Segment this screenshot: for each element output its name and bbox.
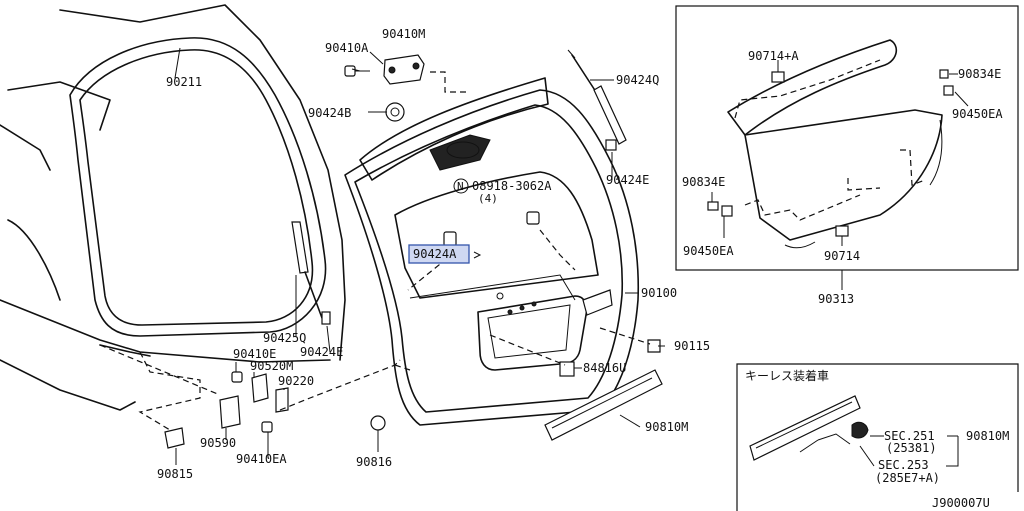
note-circle-letter: N xyxy=(457,180,464,193)
label-90834E-right[interactable]: 90834E xyxy=(958,67,1001,81)
clip-08918-3062A[interactable] xyxy=(526,211,540,225)
latch-90520M[interactable] xyxy=(251,373,269,403)
glass-inset-panel: 90714+A 90834E 90450EA 90834E 90450EA 90… xyxy=(675,5,1019,306)
leader-lines xyxy=(174,47,665,465)
label-sec-253-code: (285E7+A) xyxy=(875,471,940,485)
label-90520M[interactable]: 90520M xyxy=(250,359,293,373)
label-08918-qty: (4) xyxy=(478,192,498,205)
label-90410EA[interactable]: 90410EA xyxy=(236,452,287,466)
part-labels: 90211 90410A 90410M 90424B 90424Q 90424E… xyxy=(157,27,710,481)
nut-90424B[interactable] xyxy=(385,102,405,122)
label-sec-253[interactable]: SEC.253 xyxy=(878,458,929,472)
label-90810M-keyless[interactable]: 90810M xyxy=(966,429,1009,443)
label-90590[interactable]: 90590 xyxy=(200,436,236,450)
keyless-inset-panel: キーレス装着車 SEC.251 (25381) 90810M SEC.253 (… xyxy=(736,363,1019,511)
label-90425Q[interactable]: 90425Q xyxy=(263,331,306,345)
label-90424Q[interactable]: 90424Q xyxy=(616,73,659,87)
label-90220[interactable]: 90220 xyxy=(278,374,314,388)
label-90424E-mid[interactable]: 90424E xyxy=(300,345,343,359)
label-90714A[interactable]: 90714+A xyxy=(748,49,799,63)
vehicle-body-outline xyxy=(0,4,346,411)
diagram-id: J900007U xyxy=(932,496,990,510)
label-90834E-left[interactable]: 90834E xyxy=(682,175,725,189)
bumper-90815[interactable] xyxy=(164,427,185,449)
label-90424B[interactable]: 90424B xyxy=(308,106,351,120)
label-90410A[interactable]: 90410A xyxy=(325,41,369,55)
emblem-84816U[interactable] xyxy=(559,361,575,377)
actuator-90590[interactable] xyxy=(219,395,241,429)
spacer-90714A[interactable] xyxy=(771,71,785,83)
label-90816[interactable]: 90816 xyxy=(356,455,392,469)
pad-90450EA-right[interactable] xyxy=(943,85,954,96)
note-circle-icon xyxy=(453,178,469,194)
weatherstrip-90211[interactable] xyxy=(69,37,327,337)
bolt-90410E[interactable] xyxy=(231,371,243,383)
gas-stay-90425Q[interactable] xyxy=(291,221,331,325)
high-mount-bracket-90410M[interactable] xyxy=(383,54,425,85)
clip-90834E-right[interactable] xyxy=(939,69,949,79)
label-sec-251[interactable]: SEC.251 xyxy=(884,429,935,443)
label-84816U[interactable]: 84816U xyxy=(583,361,626,375)
spacer-90714[interactable] xyxy=(835,225,849,237)
label-90410M[interactable]: 90410M xyxy=(382,27,425,41)
label-90424E-top[interactable]: 90424E xyxy=(606,173,649,187)
label-90815[interactable]: 90815 xyxy=(157,467,193,481)
clip-90834E-left[interactable] xyxy=(707,201,719,211)
label-90810M[interactable]: 90810M xyxy=(645,420,688,434)
bolt-90410EA[interactable] xyxy=(261,421,273,433)
label-90313[interactable]: 90313 xyxy=(818,292,854,306)
finisher-90810M-keyless[interactable] xyxy=(749,395,861,461)
gas-stay-90424Q[interactable] xyxy=(567,49,627,151)
back-door-panel-90100[interactable] xyxy=(344,77,640,426)
label-90410E[interactable]: 90410E xyxy=(233,347,276,361)
keyless-inset-title: キーレス装着車 xyxy=(745,368,829,383)
bolt-90410A[interactable] xyxy=(344,65,370,77)
bumper-90816[interactable] xyxy=(370,415,386,431)
label-90424A[interactable]: 90424A xyxy=(413,247,457,261)
finisher-90810M[interactable] xyxy=(544,369,663,441)
label-sec-251-code: (25381) xyxy=(886,441,937,455)
plug-90115[interactable] xyxy=(647,339,661,353)
label-90450EA-right[interactable]: 90450EA xyxy=(952,107,1003,121)
key-switch-icon xyxy=(851,421,869,439)
label-90100[interactable]: 90100 xyxy=(641,286,677,300)
pad-90450EA-left[interactable] xyxy=(721,205,733,217)
highlight-90424A xyxy=(408,244,470,264)
label-90115[interactable]: 90115 xyxy=(674,339,710,353)
label-90450EA-left[interactable]: 90450EA xyxy=(683,244,734,258)
label-90211[interactable]: 90211 xyxy=(166,75,202,89)
label-08918-3062A[interactable]: 08918-3062A xyxy=(472,179,552,193)
label-90714[interactable]: 90714 xyxy=(824,249,860,263)
striker-90220[interactable] xyxy=(275,387,289,413)
